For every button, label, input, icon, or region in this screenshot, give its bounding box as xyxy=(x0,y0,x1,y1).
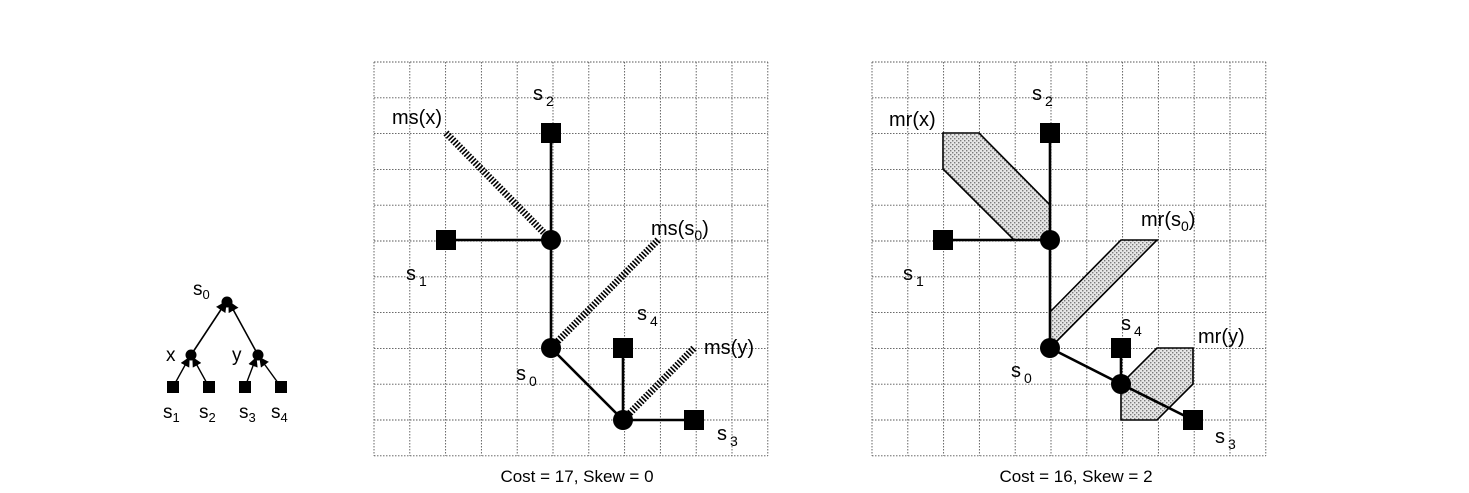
merge-node-x-right xyxy=(1040,230,1060,250)
sink-s4 xyxy=(613,338,633,358)
wire-s0-to-y xyxy=(550,347,624,421)
region-label-mr-y: mr(y) xyxy=(1198,326,1245,348)
merge-label-ms-x: ms(x) xyxy=(392,107,442,129)
wire-s0-to-y-right xyxy=(1049,346,1122,386)
tree-node-y xyxy=(252,349,264,361)
tree-leaf-s4 xyxy=(275,381,287,393)
tree-leaf-s3 xyxy=(239,381,251,393)
tree-leaf-label-s1: s1 xyxy=(163,402,180,425)
sink-s1 xyxy=(436,230,456,250)
region-label-mr-s0: mr(s0) xyxy=(1141,209,1195,234)
tree-leaf-label-s2: s2 xyxy=(199,402,216,425)
sink-s4-right xyxy=(1111,338,1131,358)
tree-label-y: y xyxy=(232,345,242,366)
merge-label-ms-y: ms(y) xyxy=(704,337,754,359)
tree-label-x: x xyxy=(166,345,176,366)
merge-region-x xyxy=(942,132,1051,241)
merge-segment-y xyxy=(620,345,697,423)
sink-s3-right xyxy=(1183,410,1203,430)
region-label-mr-x: mr(x) xyxy=(889,109,936,131)
merge-region-y xyxy=(1120,347,1194,421)
tree-root-node xyxy=(221,296,233,308)
caption-left: Cost = 17, Skew = 0 xyxy=(500,467,653,486)
sink-s3 xyxy=(684,410,704,430)
sink-s2 xyxy=(541,123,561,143)
wire-y-to-s3-right xyxy=(1120,382,1194,422)
tree-edge-x-s0 xyxy=(190,300,227,356)
tree-edge-y-s0 xyxy=(228,300,259,356)
tree-node-x xyxy=(185,349,197,361)
merge-node-y xyxy=(613,410,633,430)
tree-leaf-s2 xyxy=(203,381,215,393)
tree-leaf-s1 xyxy=(167,381,179,393)
root-node-s0 xyxy=(541,338,561,358)
sink-s1-right xyxy=(933,230,953,250)
topology-tree: s0 x y s1 s2 s3 s4 xyxy=(163,279,288,425)
merge-node-y-right xyxy=(1111,374,1131,394)
merge-segments-left xyxy=(443,130,697,423)
merge-node-x xyxy=(541,230,561,250)
merge-segment-s0 xyxy=(548,237,661,351)
sink-s2-right xyxy=(1040,123,1060,143)
merge-label-ms-s0: ms(s0) xyxy=(651,218,709,243)
tree-leaf-label-s3: s3 xyxy=(239,402,256,425)
root-node-s0-right xyxy=(1040,338,1060,358)
tree-leaf-label-s4: s4 xyxy=(271,402,288,425)
caption-right: Cost = 16, Skew = 2 xyxy=(999,467,1152,486)
tree-root-label: s0 xyxy=(193,279,210,302)
merge-segment-x xyxy=(443,130,554,243)
grid-left xyxy=(373,61,769,457)
